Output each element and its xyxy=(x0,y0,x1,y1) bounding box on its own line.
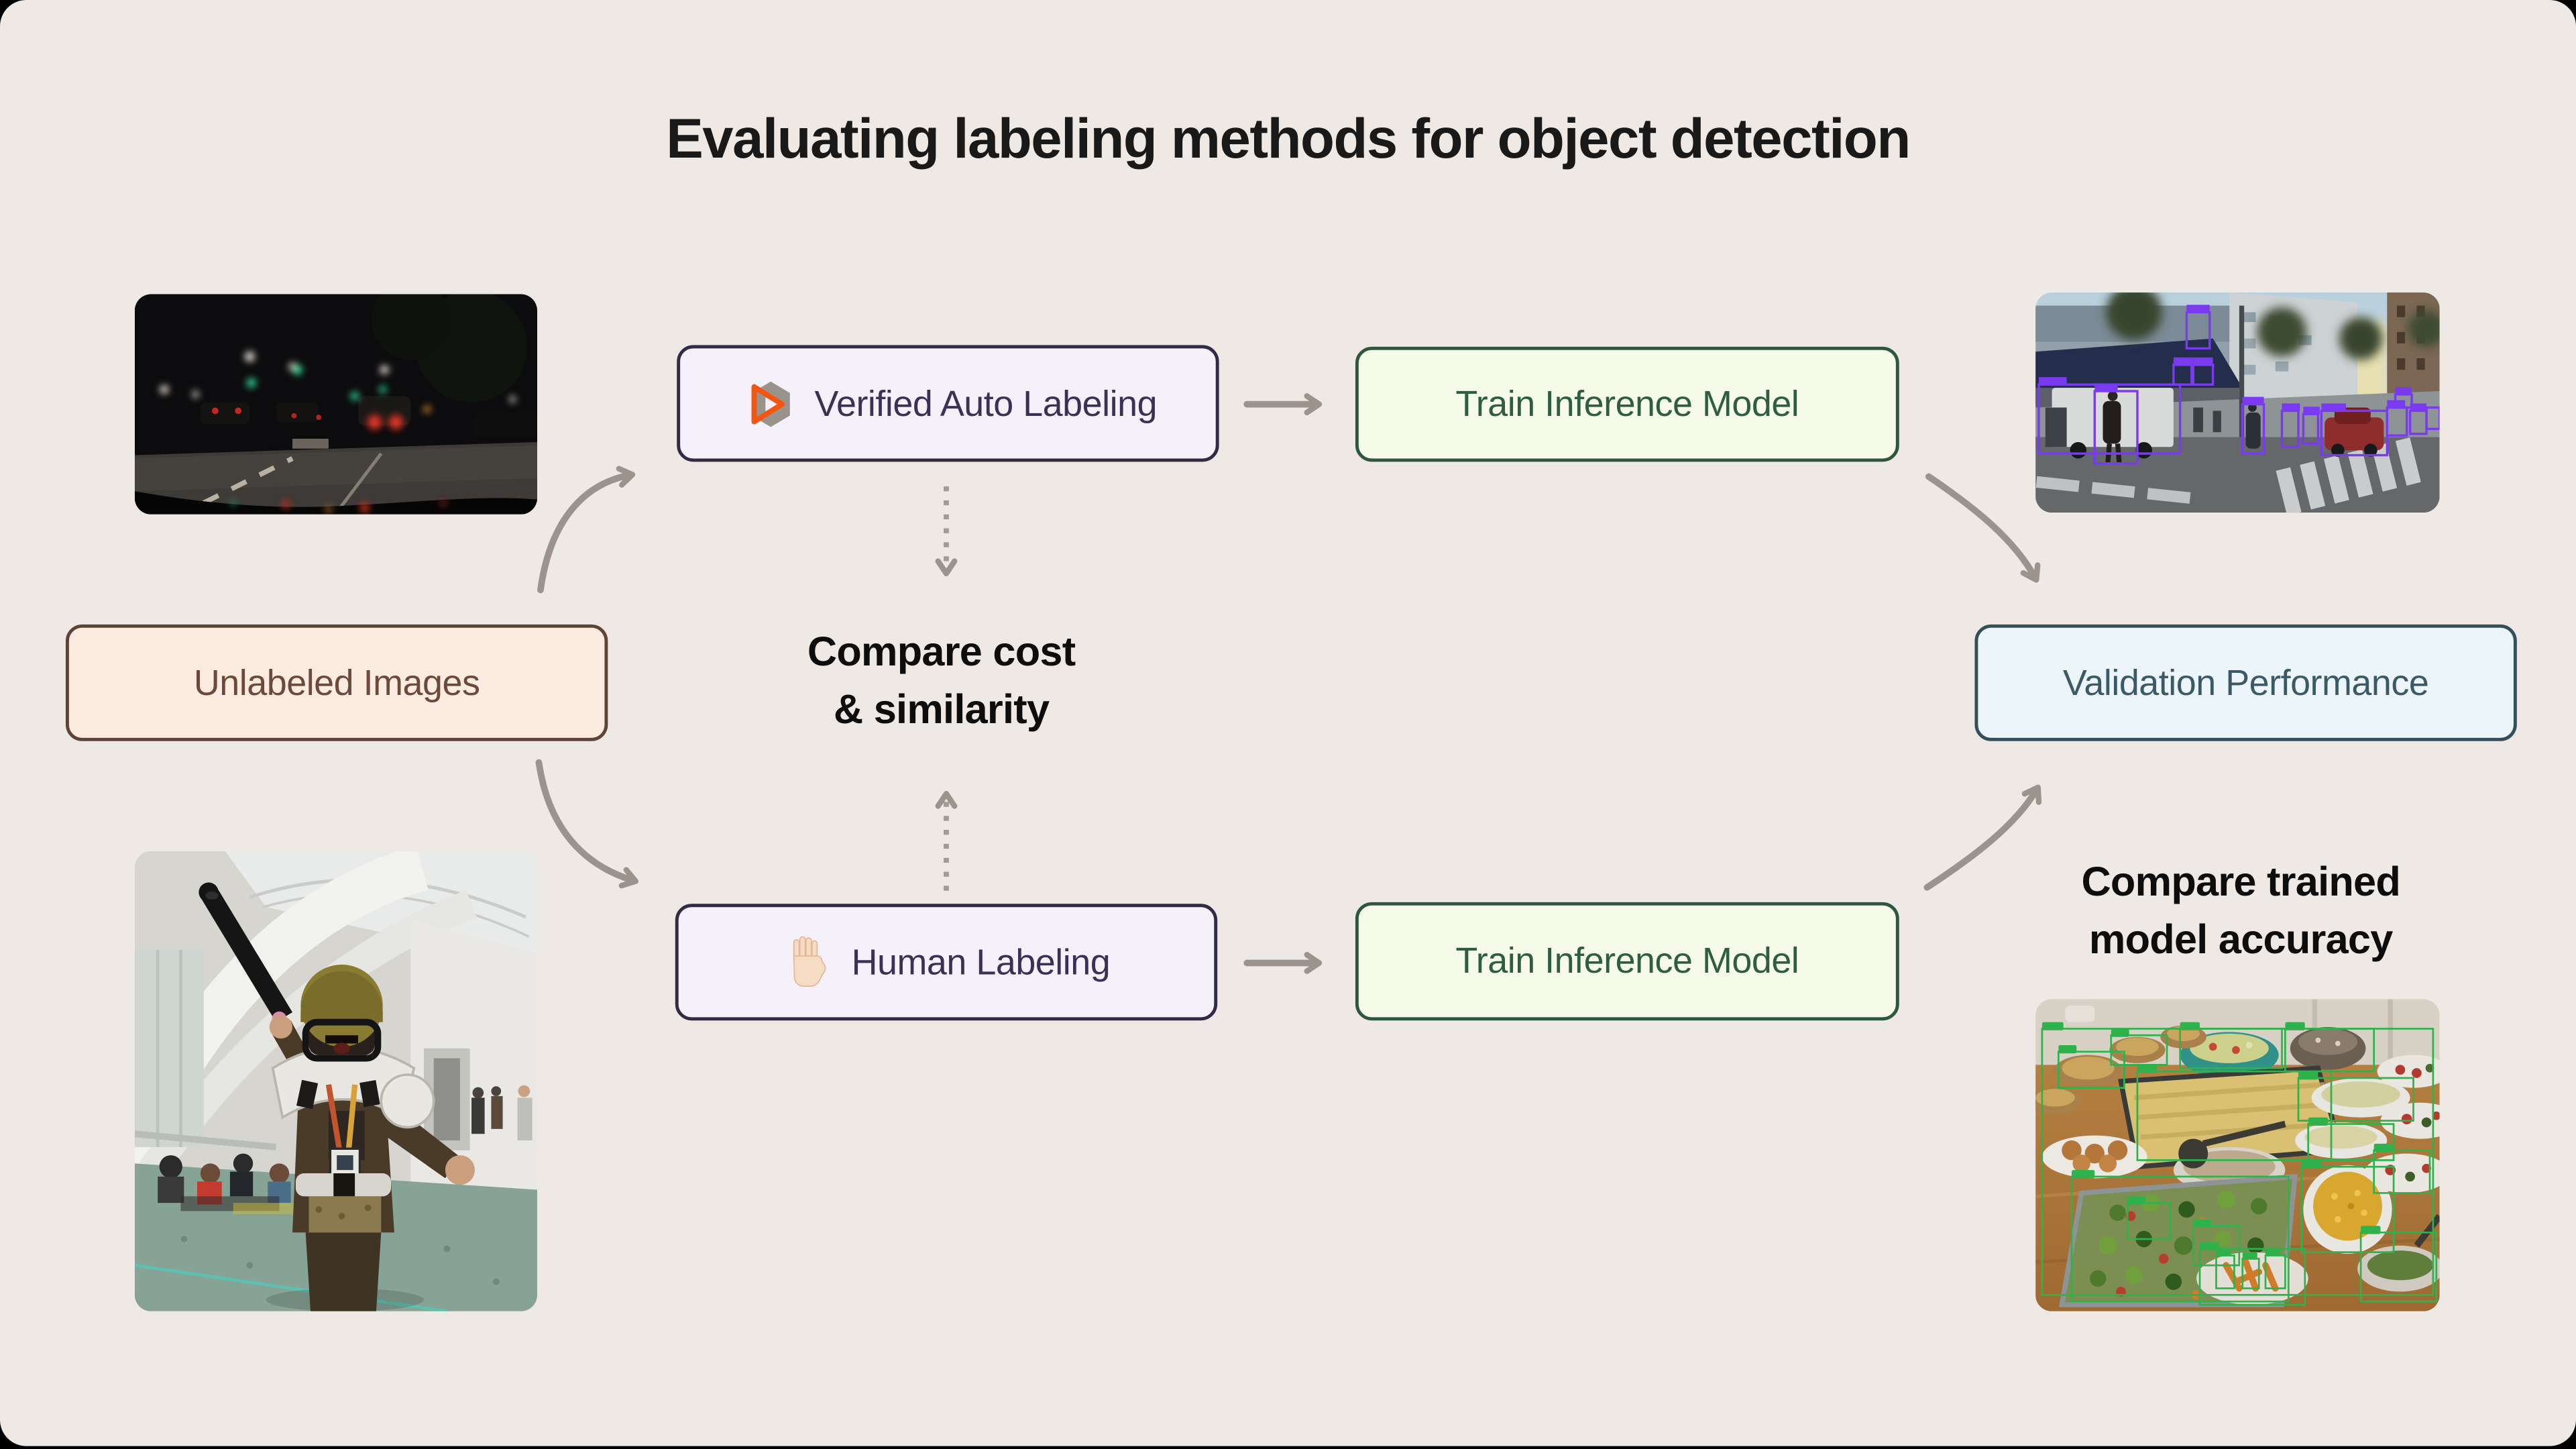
node-label: Unlabeled Images xyxy=(193,661,480,703)
validation-buffet-photo xyxy=(2035,999,2440,1311)
caption-line: model accuracy xyxy=(2088,916,2393,963)
node-label: Validation Performance xyxy=(2062,661,2429,703)
node-label: Human Labeling xyxy=(851,941,1111,982)
unlabeled-convention-photo xyxy=(134,851,538,1311)
caption-compare-cost: Compare cost & similarity xyxy=(687,625,1196,739)
unlabeled-night-driving-photo xyxy=(134,294,538,515)
node-label: Train Inference Model xyxy=(1455,382,1799,425)
green-detection-boxes xyxy=(2041,1028,2438,1306)
page-title: Evaluating labeling methods for object d… xyxy=(666,108,1911,171)
node-label: Train Inference Model xyxy=(1455,940,1799,981)
node-label: Verified Auto Labeling xyxy=(814,382,1158,423)
raised-hand-icon xyxy=(783,934,832,990)
node-human-labeling: Human Labeling xyxy=(675,904,1218,1021)
cosplay-illustration xyxy=(134,851,538,1311)
caption-line: Compare cost xyxy=(807,629,1076,676)
arrow-train-top-to-validation xyxy=(1925,473,2041,583)
labeled-food-illustration xyxy=(2035,999,2440,1311)
night-street-illustration xyxy=(134,294,538,515)
voxel51-logo-icon xyxy=(739,376,795,431)
node-validation-performance: Validation Performance xyxy=(1974,624,2517,741)
node-train-inference-model-bottom: Train Inference Model xyxy=(1355,902,1899,1021)
node-train-inference-model-top: Train Inference Model xyxy=(1355,346,1899,462)
arrow-unlabeled-to-auto xyxy=(537,466,636,594)
validation-street-photo xyxy=(2035,292,2440,513)
caption-compare-accuracy: Compare trained model accuracy xyxy=(1986,855,2496,969)
arrow-unlabeled-to-human xyxy=(535,759,639,889)
green-detection-tags xyxy=(2041,1022,2392,1260)
node-unlabeled-images: Unlabeled Images xyxy=(65,624,608,741)
caption-line: Compare trained xyxy=(2081,859,2401,906)
purple-detection-tags xyxy=(2038,305,2427,415)
costumed-figure xyxy=(199,882,475,1311)
caption-line: & similarity xyxy=(833,686,1050,733)
labeled-street-illustration xyxy=(2035,292,2440,513)
node-verified-auto-labeling: Verified Auto Labeling xyxy=(677,345,1219,462)
